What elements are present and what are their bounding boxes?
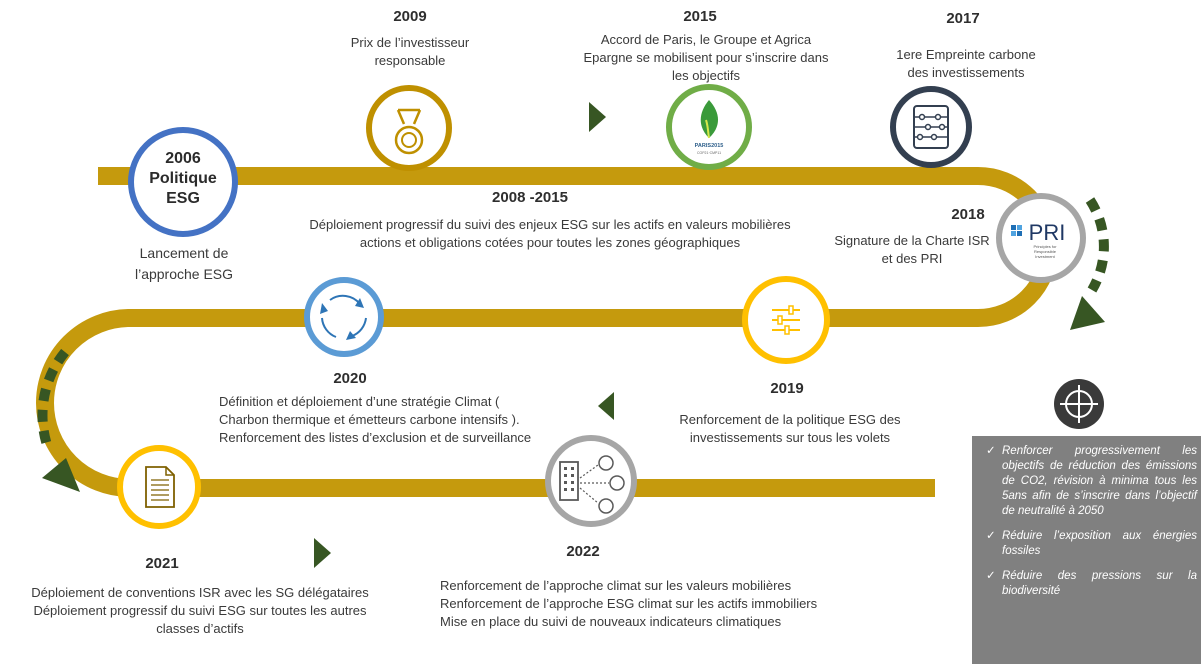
milestone-2008-2015-line2: actions et obligations cotées pour toute…	[359, 235, 741, 250]
pri-logo	[996, 193, 1086, 283]
goal-item: ✓ Renforcer progressivement les objectifs…	[978, 444, 1197, 519]
milestone-2008-2015-text: Déploiement progressif du suivi des enje…	[270, 216, 830, 252]
milestone-2021-year: 2021	[145, 555, 179, 572]
direction-triangle-bottom	[314, 538, 331, 568]
milestone-2017-text: 1ere Empreinte carbone des investissemen…	[876, 46, 1056, 82]
sliders-icon	[742, 276, 830, 364]
circle-2006-label: 2006 Politique ESG	[138, 149, 228, 209]
circle-2006-line2: Politique	[149, 170, 217, 187]
milestone-2018-line2: et des PRI	[881, 251, 943, 266]
direction-triangle-middle	[598, 392, 614, 420]
checkmark-icon: ✓	[986, 530, 996, 542]
medal-icon	[366, 85, 452, 171]
dashed-arrow-right	[1085, 197, 1109, 293]
milestone-2017-line2: des investissements	[907, 65, 1025, 80]
milestone-2018-line1: Signature de la Charte ISR	[834, 233, 990, 248]
arrowhead-right	[1070, 296, 1105, 330]
milestone-2021-line2: Déploiement progressif du suivi ESG sur …	[33, 603, 367, 618]
building-network-icon	[545, 435, 637, 527]
goal-item-text: Réduire l’exposition aux énergies fossil…	[1002, 530, 1197, 557]
goals-list: ✓ Renforcer progressivement les objectifs…	[972, 436, 1201, 599]
checkmark-icon: ✓	[986, 445, 996, 457]
paris2015-logo-sub: COP21·CMP11	[697, 151, 721, 155]
dashed-arrow-left	[37, 348, 69, 450]
milestone-2022-text: Renforcement de l’approche climat sur le…	[440, 577, 880, 631]
milestone-2021-text: Déploiement de conventions ISR avec les …	[0, 584, 400, 638]
cycle-arrows-icon	[304, 277, 384, 357]
paris2015-logo-title: PARIS2015	[695, 143, 724, 149]
milestone-2009-text: Prix de l’investisseur responsable	[320, 34, 500, 70]
goal-item-text: Réduire des pressions sur la biodiversit…	[1002, 570, 1197, 597]
milestone-2006-line2: l’approche ESG	[134, 266, 234, 282]
goal-item: ✓ Réduire l’exposition aux énergies fossi…	[978, 529, 1197, 559]
circle-2006	[128, 127, 238, 237]
milestone-2019-line2: investissements sur tous les volets	[689, 430, 891, 445]
milestone-2006-text: Lancement de l’approche ESG	[120, 243, 248, 285]
circle-2006-year: 2006	[165, 150, 201, 167]
checkmark-icon: ✓	[986, 570, 996, 582]
milestone-2021-line3: classes d’actifs	[156, 621, 244, 636]
abacus-icon	[890, 86, 972, 168]
milestone-2020-line3: Renforcement des listes d’exclusion et d…	[219, 430, 532, 445]
arrowhead-left	[42, 458, 80, 492]
milestone-2020-line2: Charbon thermique et émetteurs carbone i…	[219, 412, 520, 427]
milestone-2017-line1: 1ere Empreinte carbone	[896, 47, 1036, 62]
milestone-2019-line1: Renforcement de la politique ESG des	[679, 412, 901, 427]
milestone-2020-year: 2020	[333, 370, 367, 387]
goals-panel: ✓ Renforcer progressivement les objectifs…	[972, 436, 1201, 664]
paris2015-logo	[666, 84, 752, 170]
target-icon	[1054, 379, 1104, 429]
pri-logo-text: PRI	[1029, 220, 1066, 245]
milestone-2018-text: Signature de la Charte ISR et des PRI	[822, 232, 1002, 268]
milestone-2015-year: 2015	[683, 8, 717, 25]
milestone-2021-line1: Déploiement de conventions ISR avec les …	[31, 585, 369, 600]
direction-triangle-top	[589, 102, 606, 132]
milestone-2018-year: 2018	[951, 206, 985, 223]
milestone-2009-line2: responsable	[374, 53, 446, 68]
goal-item: ✓ Réduire des pressions sur la biodiversi…	[978, 569, 1197, 599]
milestone-2022-line3: Mise en place du suivi de nouveaux indic…	[440, 614, 782, 629]
milestone-2008-2015-year: 2008 -2015	[492, 189, 568, 206]
milestone-2015-text: Accord de Paris, le Groupe et Agrica Epa…	[556, 31, 856, 85]
milestone-2008-2015-line1: Déploiement progressif du suivi des enje…	[309, 217, 791, 232]
milestone-2017-year: 2017	[946, 10, 980, 27]
milestone-2019-year: 2019	[770, 380, 804, 397]
document-icon	[117, 445, 201, 529]
milestone-2022-line1: Renforcement de l’approche climat sur le…	[440, 578, 792, 593]
milestone-2022-line2: Renforcement de l’approche ESG climat su…	[440, 596, 818, 611]
pri-logo-sub-3: Investment	[1035, 254, 1055, 259]
milestone-2015-line3: les objectifs	[672, 68, 740, 83]
milestone-2019-text: Renforcement de la politique ESG des inv…	[650, 411, 930, 447]
milestone-2009-year: 2009	[393, 8, 427, 25]
milestone-2015-line2: Epargne se mobilisent pour s’inscrire da…	[583, 50, 829, 65]
pri-logo-sub-1: Principles for	[1033, 244, 1057, 249]
milestone-2009-line1: Prix de l’investisseur	[350, 35, 470, 50]
pri-logo-sub-2: Responsible	[1034, 249, 1057, 254]
milestone-2015-line1: Accord de Paris, le Groupe et Agrica	[600, 32, 812, 47]
milestone-2006-line1: Lancement de	[139, 245, 229, 261]
goal-item-text: Renforcer progressivement les objectifs …	[1002, 445, 1197, 517]
circle-2006-line3: ESG	[166, 190, 200, 207]
milestone-2020-text: Définition et déploiement d’une stratégi…	[219, 393, 579, 447]
milestone-2020-line1: Définition et déploiement d’une stratégi…	[219, 394, 500, 409]
milestone-2022-year: 2022	[566, 543, 600, 560]
